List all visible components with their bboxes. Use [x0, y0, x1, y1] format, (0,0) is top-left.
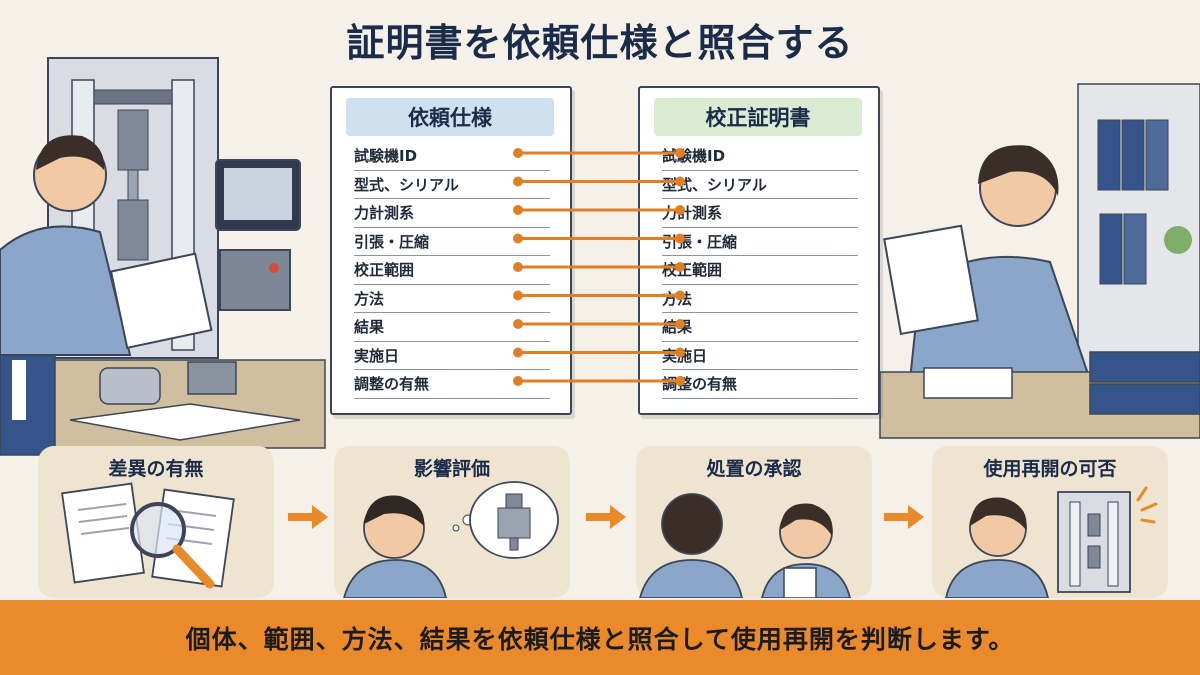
- arrow-right-icon: [586, 505, 626, 529]
- control-monitor: [215, 159, 301, 311]
- arrow-right-icon: [288, 505, 328, 529]
- request-spec-item: 調整の有無: [354, 370, 550, 399]
- request-spec-list: 試験機ID 型式、シリアル 力計測系 引張・圧縮 校正範囲 方法 結果 実施日 …: [354, 142, 550, 399]
- certificate-item: 調整の有無: [662, 370, 858, 399]
- request-spec-item: 型式、シリアル: [354, 171, 550, 199]
- thinking-technician-icon: [343, 481, 559, 598]
- certificate-item: 試験機ID: [662, 142, 858, 171]
- request-spec-item: 方法: [354, 285, 550, 313]
- step-check-difference: 差異の有無: [38, 446, 274, 598]
- certificate-item: 力計測系: [662, 199, 858, 228]
- technician-female: [883, 145, 1092, 381]
- office-desk: [879, 351, 1200, 439]
- certificate-item: 結果: [662, 313, 858, 342]
- request-spec-item: 実施日: [354, 342, 550, 370]
- certificate-item: 校正範囲: [662, 256, 858, 285]
- request-spec-item: 結果: [354, 313, 550, 342]
- request-spec-item: 試験機ID: [354, 142, 550, 171]
- certificate-item: 型式、シリアル: [662, 171, 858, 199]
- request-spec-document: 依頼仕様 試験機ID 型式、シリアル 力計測系 引張・圧縮 校正範囲 方法 結果…: [330, 86, 572, 415]
- step-resume-decision: 使用再開の可否: [932, 446, 1168, 598]
- page-title: 証明書を依頼仕様と照合する: [346, 21, 854, 65]
- certificate-document: 校正証明書 試験機ID 型式、シリアル 力計測系 引張・圧縮 校正範囲 方法 結…: [638, 86, 880, 415]
- resume-machine-icon: [945, 486, 1158, 598]
- certificate-item: 引張・圧縮: [662, 228, 858, 256]
- certificate-list: 試験機ID 型式、シリアル 力計測系 引張・圧縮 校正範囲 方法 結果 実施日 …: [662, 142, 858, 399]
- certificate-header: 校正証明書: [654, 98, 862, 136]
- certificate-item: 方法: [662, 285, 858, 313]
- request-spec-item: 校正範囲: [354, 256, 550, 285]
- step-label: 処置の承認: [706, 458, 802, 480]
- request-spec-item: 引張・圧縮: [354, 228, 550, 256]
- office-shelf: [1077, 83, 1200, 375]
- step-label: 影響評価: [413, 458, 490, 480]
- documents-magnifier-icon: [61, 482, 235, 589]
- request-spec-header: 依頼仕様: [346, 98, 554, 136]
- certificate-item: 実施日: [662, 342, 858, 370]
- approval-discussion-icon: [639, 493, 851, 598]
- technician-male: [0, 135, 213, 356]
- summary-text: 個体、範囲、方法、結果を依頼仕様と照合して使用再開を判断します。: [185, 624, 1015, 654]
- summary-banner: 個体、範囲、方法、結果を依頼仕様と照合して使用再開を判断します。: [0, 600, 1200, 675]
- request-spec-item: 力計測系: [354, 199, 550, 228]
- step-action-approval: 処置の承認: [636, 446, 872, 598]
- step-label: 差異の有無: [108, 458, 204, 480]
- arrow-right-icon: [884, 505, 924, 529]
- lab-bench: [0, 344, 326, 456]
- step-impact-evaluation: 影響評価: [334, 446, 570, 598]
- step-label: 使用再開の可否: [983, 458, 1117, 480]
